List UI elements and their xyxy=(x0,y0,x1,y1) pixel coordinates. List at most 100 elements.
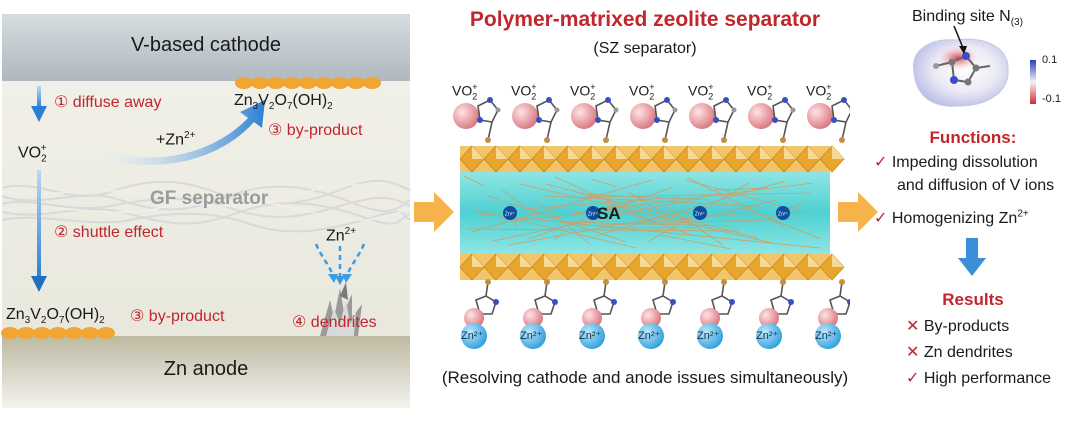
core-zn-ion-label: Zn²⁺ xyxy=(588,212,599,218)
bottom-zn-ion-label: Zn²⁺ xyxy=(815,330,838,342)
gf-separator-fibres-light xyxy=(1,184,411,221)
vo2-ion-ball xyxy=(807,103,833,129)
imidazole-molecule-top xyxy=(713,97,737,143)
step3-number: ③ xyxy=(268,122,283,139)
sa-core-network xyxy=(463,175,822,250)
zn-ion-label: Zn2+ xyxy=(326,226,356,245)
core-zn-ion: Zn²⁺ xyxy=(586,206,600,220)
top-vo2-ion-label: VO2+ xyxy=(570,82,596,102)
dendrite-shape xyxy=(320,282,362,336)
result-2-text: Zn dendrites xyxy=(923,344,1013,361)
step3-text: by-product xyxy=(286,122,363,139)
esp-map-art xyxy=(913,26,1036,107)
functions-heading: Functions: xyxy=(929,128,1017,147)
step4-label: ④ dendrites xyxy=(292,312,377,332)
binding-site-sub: (3) xyxy=(1010,17,1023,29)
function-item-2: ✓ Homogenizing Zn2+ xyxy=(874,208,1029,228)
sa-label: SA xyxy=(597,204,621,223)
bottom-zn-ion-label: Zn²⁺ xyxy=(638,330,661,342)
zn-ion-sup: 2+ xyxy=(344,226,357,237)
diffuse-arrow xyxy=(31,86,47,122)
zn-reaction-sup: 2+ xyxy=(184,130,196,141)
imidazole-molecule-bottom xyxy=(641,279,676,328)
core-zn-ion: Zn²⁺ xyxy=(693,206,707,220)
zeolite-top-layer xyxy=(459,145,845,173)
step2-label: ② shuttle effect xyxy=(54,222,163,242)
vo2-sub: 2 xyxy=(41,153,47,165)
orange-arrow-left xyxy=(414,192,454,232)
left-panel: V-based cathode ① diffuse away VO2+ Zn3V… xyxy=(0,0,412,422)
adsorbed-ball xyxy=(464,308,484,328)
function-1-line-1: Impeding dissolution xyxy=(891,154,1038,171)
result-item-2: ✕ Zn dendrites xyxy=(906,342,1013,362)
zn-reaction-label: +Zn2+ xyxy=(156,130,195,149)
bottom-zn-ion-label: Zn²⁺ xyxy=(461,330,484,342)
step3b-text: by-product xyxy=(148,308,225,325)
bottom-byproduct-particles xyxy=(1,327,115,339)
core-zn-ions: Zn²⁺ Zn²⁺ Zn²⁺ Zn²⁺ xyxy=(503,206,790,220)
result-item-3: ✓ High performance xyxy=(906,368,1051,388)
imidazole-molecule-top xyxy=(831,97,850,143)
center-subtitle: (SZ separator) xyxy=(593,40,697,57)
core-zn-ion: Zn²⁺ xyxy=(776,206,790,220)
results-heading: Results xyxy=(942,290,1004,309)
zn-reaction-base: +Zn xyxy=(156,131,185,149)
step1-number: ① xyxy=(54,94,69,111)
imidazole-molecule-bottom xyxy=(818,279,850,328)
vo2-label: VO2+ xyxy=(18,143,47,165)
gf-separator-label: GF separator xyxy=(150,188,269,209)
result-3-text: High performance xyxy=(923,370,1052,387)
zeolite-bottom-layer xyxy=(459,253,845,281)
vo2-ion-ball xyxy=(630,103,656,129)
check-icon: ✓ xyxy=(874,154,888,171)
adsorbed-ball xyxy=(759,308,779,328)
check-icon: ✓ xyxy=(906,370,920,387)
vo2-sup: + xyxy=(40,143,47,154)
top-byproduct-formula: Zn3V2O7(OH)2 xyxy=(234,92,333,113)
imidazole-molecule-top xyxy=(654,97,678,143)
imidazole-molecule-bottom xyxy=(700,279,735,328)
zn-ion-dashed-arrows xyxy=(314,243,366,277)
step2-text: shuttle effect xyxy=(72,224,164,241)
core-zn-ion-label: Zn²⁺ xyxy=(778,212,789,218)
cross-icon: ✕ xyxy=(906,318,920,335)
down-arrow-icon xyxy=(958,238,986,276)
core-zn-ion: Zn²⁺ xyxy=(503,206,517,220)
bottom-zn-ion-label: Zn²⁺ xyxy=(756,330,779,342)
vo2-base: VO xyxy=(18,144,42,162)
bottom-byproduct-formula: Zn3V2O7(OH)2 xyxy=(6,306,105,327)
top-vo2-ion-label: VO2+ xyxy=(806,82,832,102)
reaction-curved-arrow xyxy=(100,100,265,166)
step1-label: ① diffuse away xyxy=(54,92,161,112)
orange-arrow-right xyxy=(838,192,878,232)
shuttle-arrow xyxy=(31,170,47,292)
left-panel-art xyxy=(1,14,411,408)
check-icon: ✓ xyxy=(874,210,888,227)
step4-number: ④ xyxy=(292,314,307,331)
adsorbed-ball xyxy=(700,308,720,328)
imidazole-molecule-bottom xyxy=(464,279,499,328)
adsorbed-ball xyxy=(523,308,543,328)
step4-text: dendrites xyxy=(310,314,377,331)
zn-ion-base: Zn xyxy=(326,227,345,245)
function-1-line-2: and diffusion of V ions xyxy=(897,177,1055,194)
cathode-label: V-based cathode xyxy=(130,34,282,56)
step3b-number: ③ xyxy=(130,308,145,325)
vo2-ion-ball xyxy=(512,103,538,129)
scale-max-label: 0.1 xyxy=(1042,54,1058,66)
function-2-sup: 2+ xyxy=(1017,208,1029,220)
center-title: Polymer-matrixed zeolite separator xyxy=(469,8,821,31)
anode-label: Zn anode xyxy=(163,358,249,380)
function-item-1: ✓ Impeding dissolution xyxy=(874,152,1038,172)
zn-ion-ball xyxy=(461,323,487,349)
vo2-ion-ball xyxy=(748,103,774,129)
top-vo2-ion-label: VO2+ xyxy=(511,82,537,102)
right-panel: Binding site N(3) xyxy=(866,0,1080,422)
vo2-ion-ball xyxy=(453,103,479,129)
binding-site-label: Binding site N(3) xyxy=(912,8,1023,28)
adsorbed-ball xyxy=(818,308,838,328)
imidazole-molecule-bottom xyxy=(582,279,617,328)
top-vo2-ion-label: VO2+ xyxy=(688,82,714,102)
core-zn-ion-label: Zn²⁺ xyxy=(695,212,706,218)
adsorbed-ball xyxy=(582,308,602,328)
